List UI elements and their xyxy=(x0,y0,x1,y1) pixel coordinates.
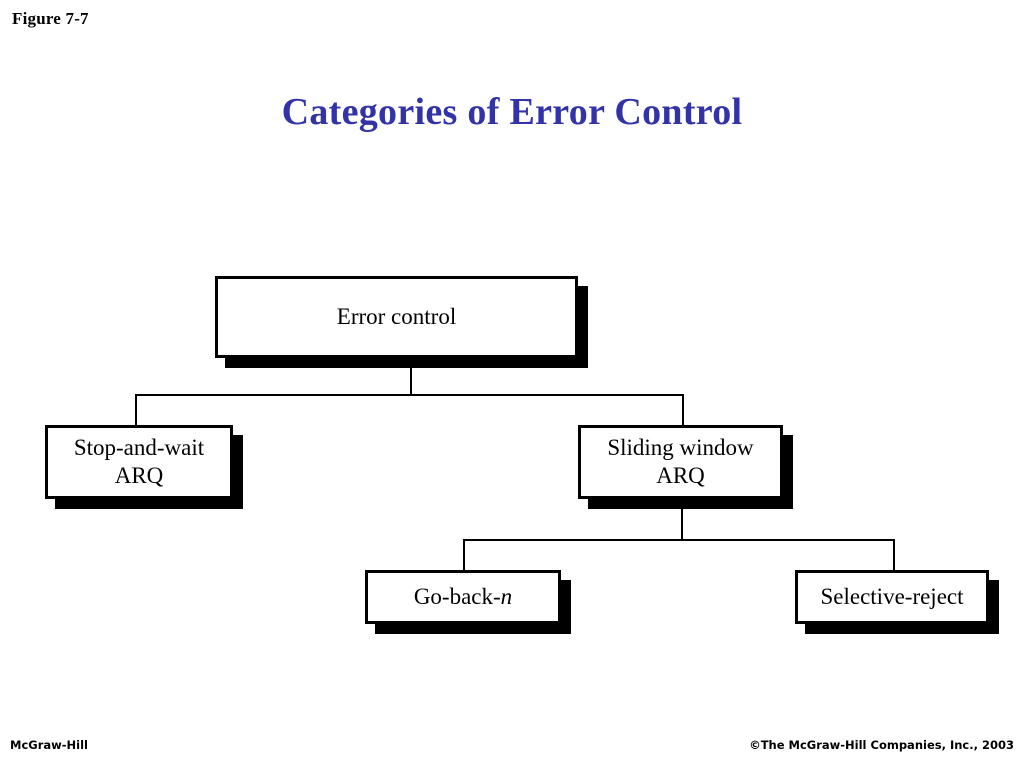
node-go-back-n-prefix: Go-back- xyxy=(413,583,501,609)
node-go-back-n[interactable]: Go-back-n xyxy=(365,570,561,624)
page-title: Categories of Error Control xyxy=(281,91,743,133)
node-error-control[interactable]: Error control xyxy=(215,276,578,358)
node-go-back-n-label: Go-back-n xyxy=(408,583,518,611)
connector-to-sliding-window xyxy=(682,394,684,427)
node-sliding-window-arq-line2: ARQ xyxy=(656,463,705,488)
node-stop-and-wait-arq-label: Stop-and-wait ARQ xyxy=(68,434,210,490)
connector-to-selective-reject xyxy=(893,539,895,572)
connector-level2-bus xyxy=(463,539,895,541)
connector-to-go-back-n xyxy=(463,539,465,572)
node-go-back-n-italic-suffix: n xyxy=(500,583,513,609)
node-selective-reject-label: Selective-reject xyxy=(820,583,964,609)
node-selective-reject[interactable]: Selective-reject xyxy=(795,570,989,624)
node-stop-and-wait-arq-line1: Stop-and-wait xyxy=(73,434,205,460)
node-stop-and-wait-arq[interactable]: Stop-and-wait ARQ xyxy=(45,425,233,499)
footer-copyright: ©The McGraw-Hill Companies, Inc., 2003 xyxy=(749,738,1014,752)
node-sliding-window-arq-label: Sliding window ARQ xyxy=(601,434,759,490)
footer-publisher: McGraw-Hill xyxy=(10,738,88,752)
connector-root-stem xyxy=(410,358,412,396)
node-sliding-window-arq-line1: Sliding window xyxy=(607,434,754,460)
connector-level1-bus xyxy=(135,394,684,396)
node-sliding-window-arq[interactable]: Sliding window ARQ xyxy=(578,425,783,499)
node-stop-and-wait-arq-line2: ARQ xyxy=(114,463,164,488)
figure-label: Figure 7-7 xyxy=(12,9,89,28)
connector-to-stop-and-wait xyxy=(135,394,137,427)
connector-sliding-window-stem xyxy=(681,500,683,541)
node-error-control-label: Error control xyxy=(336,303,457,329)
